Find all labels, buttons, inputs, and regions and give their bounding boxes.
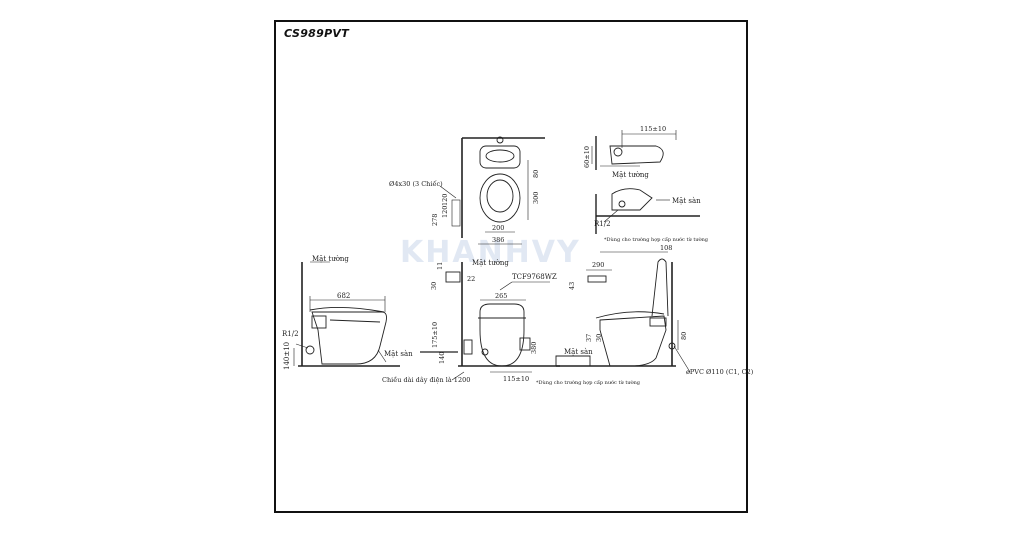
left-side-view — [293, 261, 400, 367]
label-mat-san-right: Mặt sàn — [672, 196, 701, 205]
label-mat-tuong-left: Mặt tường — [312, 255, 349, 263]
label-r12-right: R1/2 — [594, 220, 611, 228]
front-view — [420, 262, 560, 381]
water-inlet-detail — [591, 130, 700, 234]
dim-300: 300 — [532, 192, 540, 204]
dim-115-bottom: 115±10 — [503, 375, 529, 383]
dim-682: 682 — [337, 292, 350, 300]
dim-140-left: 140±10 — [283, 342, 291, 370]
dim-290: 290 — [592, 261, 604, 269]
label-note-top: *Dùng cho trường hợp cấp nước từ tường — [604, 236, 709, 243]
dim-140-center: 140 — [438, 352, 446, 364]
top-plan-view — [439, 136, 545, 245]
dim-80-right: 80 — [680, 332, 688, 340]
dim-108: 108 — [660, 244, 672, 252]
dim-115-top: 115±10 — [640, 125, 666, 133]
dim-120a: 120 — [441, 206, 449, 218]
dim-60: 60±10 — [583, 146, 591, 168]
dim-380: 380 — [530, 342, 538, 354]
dim-80: 80 — [532, 170, 540, 178]
dim-386: 386 — [492, 236, 504, 244]
model-title: CS989PVT — [284, 27, 350, 40]
label-cable: Chiều dài dây điện là 1200 — [382, 375, 470, 384]
watermark: KHANHVY — [400, 235, 581, 270]
drawing-frame — [274, 20, 748, 513]
label-r12-left: R1/2 — [282, 330, 299, 338]
dim-265: 265 — [495, 292, 507, 300]
label-note-bottom: *Dùng cho trường hợp cấp nước từ tường — [536, 379, 641, 386]
dim-37: 37 — [585, 334, 593, 342]
label-pvc: øPVC Ø110 (C1, C2) — [686, 368, 754, 376]
label-mat-san-left: Mặt sàn — [384, 349, 413, 358]
dim-22: 22 — [467, 275, 475, 283]
dim-175: 175±10 — [431, 322, 439, 348]
dim-30-right: 30 — [595, 334, 603, 342]
dim-278: 278 — [431, 214, 439, 226]
label-screw: Ø4x30 (3 Chiếc) — [389, 179, 443, 188]
right-side-view — [555, 251, 691, 373]
dim-43: 43 — [568, 282, 576, 290]
label-mat-san-center: Mặt sàn — [564, 347, 593, 356]
label-mat-tuong-center: Mặt tường — [472, 259, 509, 267]
dim-120b: 120 — [441, 194, 449, 206]
dim-200: 200 — [492, 224, 504, 232]
dim-11: 11 — [436, 262, 444, 270]
label-mat-tuong-right: Mặt tường — [612, 171, 649, 179]
label-tcf: TCF9768WZ — [512, 273, 557, 281]
dim-30: 30 — [430, 282, 438, 290]
